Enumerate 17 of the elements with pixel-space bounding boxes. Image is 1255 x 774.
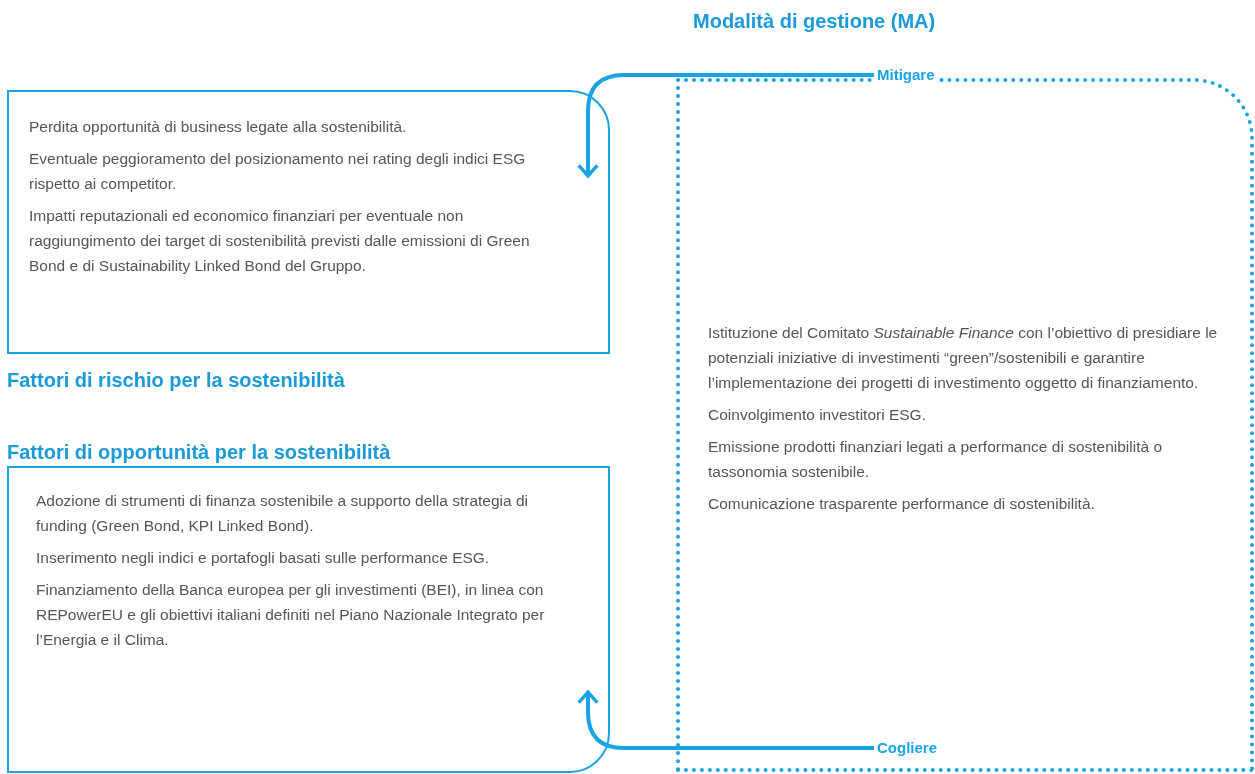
paragraph: Istituzione del Comitato Sustainable Finance con l’obiettivo di presidiare le potenziali iniziative di investimenti “green”/sostenibili e garantire l’implementazione dei progetti di investimento oggetto di finanziamento. [708, 323, 1219, 393]
edge-label: Mitigare [874, 66, 938, 84]
paragraph: Coinvolgimento investitori ESG. [708, 405, 927, 425]
section-heading: Modalità di gestione (MA) [693, 9, 936, 34]
paragraph: Finanziamento della Banca europea per gli investimenti (BEI), in linea con REPowerEU e gli obiettivi italiani definiti nel Piano Nazionale Integrato per l’Energia e il Clima. [36, 580, 546, 650]
section-heading: Fattori di rischio per la sostenibilità [7, 368, 345, 393]
paragraph: Adozione di strumenti di finanza sostenibile a supporto della strategia di funding (Green Bond, KPI Linked Bond). [36, 491, 529, 536]
paragraph: Impatti reputazionali ed economico finanziari per eventuale non raggiungimento dei target di sostenibilità previsti dalle emissioni di Green Bond e di Sustainability Linked Bond del Gruppo. [29, 206, 531, 276]
edge-label: Cogliere [874, 739, 940, 757]
paragraph: Perdita opportunità di business legate alla sostenibilità. [29, 117, 408, 137]
paragraph: Emissione prodotti finanziari legati a performance di sostenibilità o tassonomia sostenibile. [708, 437, 1164, 482]
arrow [577, 73, 876, 178]
arrow [577, 690, 876, 750]
paragraph: Eventuale peggioramento del posizionamento nei rating degli indici ESG rispetto ai competitor. [29, 149, 527, 194]
paragraph: Inserimento negli indici e portafogli basati sulle performance ESG. [36, 548, 491, 568]
section-heading: Fattori di opportunità per la sostenibilità [7, 440, 391, 465]
paragraph: Comunicazione trasparente performance di sostenibilità. [708, 494, 1096, 514]
